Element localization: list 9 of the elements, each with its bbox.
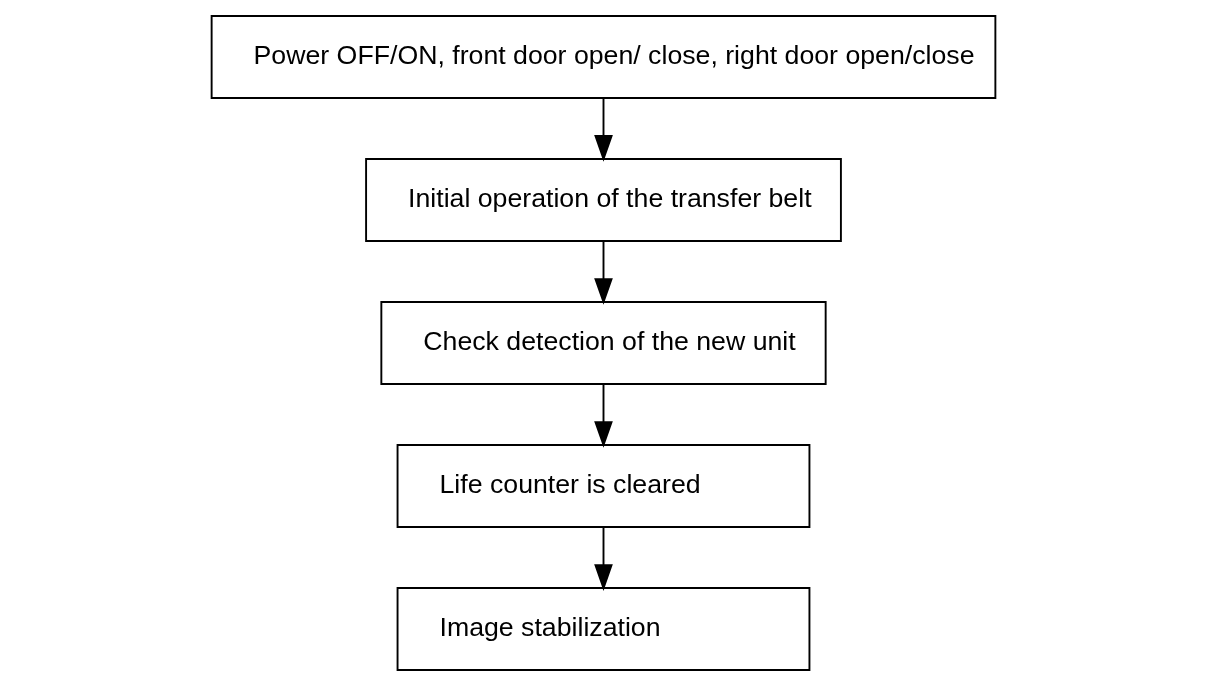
arrow xyxy=(593,526,613,591)
node-box: Image stabilization xyxy=(396,587,810,671)
node-box: Life counter is cleared xyxy=(396,444,810,528)
node-box: Initial operation of the transfer belt xyxy=(364,158,842,242)
arrow xyxy=(593,240,613,305)
arrow xyxy=(593,97,613,162)
node-box: Power OFF/ON, front door open/ close, right door open/close xyxy=(210,15,996,99)
arrow xyxy=(593,383,613,448)
node-box: Check detection of the new unit xyxy=(379,301,827,385)
